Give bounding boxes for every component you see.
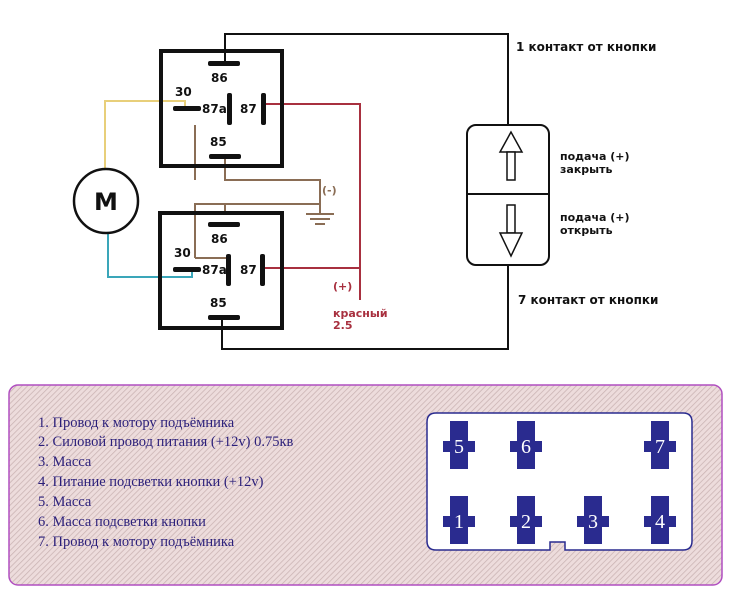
relay-bottom-pin-87 <box>260 254 265 286</box>
ground-symbol-icon <box>306 213 334 225</box>
relay-bottom-pin-30 <box>173 267 201 272</box>
connector-pin-label: 1 <box>454 511 464 533</box>
button-down-note-line2: открыть <box>560 224 613 237</box>
wire-yellow-motor-to-relay-top <box>104 100 186 170</box>
relay-top: 86 30 87a 87 85 <box>159 49 284 168</box>
arrow-up-icon <box>498 130 524 181</box>
arrow-down-icon <box>498 204 524 258</box>
connector-pin-label: 2 <box>521 511 531 533</box>
connector-pin-label: 4 <box>655 511 665 533</box>
legend-item: 5. Масса <box>38 494 92 510</box>
ground-label: (-) <box>322 184 337 197</box>
wire-control-bottom <box>221 265 509 350</box>
relay-top-label-86: 86 <box>211 71 228 85</box>
relay-bottom-pin-85 <box>208 315 240 320</box>
motor-label: M <box>94 188 118 216</box>
connector-pin-label: 6 <box>521 436 531 458</box>
relay-bottom-pin-87a <box>226 254 231 286</box>
button-up-note-line1: подача (+) <box>560 150 630 163</box>
connector-pin-3: 3 <box>577 496 609 544</box>
legend-item: 4. Питание подсветки кнопки (+12v) <box>38 474 264 490</box>
button-up-note-line2: закрыть <box>560 163 612 176</box>
window-button <box>466 124 550 266</box>
connector-top-row: 5 6 7 <box>443 421 676 469</box>
legend-item: 3. Масса <box>38 454 92 470</box>
connector-pin-label: 3 <box>588 511 598 533</box>
relay-bottom-pin-86 <box>208 222 240 227</box>
relay-bottom-label-87: 87 <box>240 263 257 277</box>
button-down-note-line1: подача (+) <box>560 211 630 224</box>
legend-item: 7. Провод к мотору подъёмника <box>38 534 235 550</box>
button-contact-7-label: 7 контакт от кнопки <box>518 293 658 307</box>
relay-top-pin-87 <box>261 93 266 125</box>
connector-bottom-row: 1 2 3 4 <box>443 496 676 544</box>
wire-red-power <box>264 103 361 300</box>
connector-pin-2: 2 <box>510 496 542 544</box>
connector-pin-5: 5 <box>443 421 475 469</box>
power-polarity-label: (+) <box>333 280 352 293</box>
relay-bottom-label-87a: 87a <box>202 263 227 277</box>
relay-bottom-label-85: 85 <box>210 296 227 310</box>
motor: M <box>72 167 140 235</box>
legend-item: 6. Масса подсветки кнопки <box>38 514 206 530</box>
button-connector: 5 6 7 1 2 3 4 <box>426 412 693 551</box>
relay-bottom: 86 30 87a 87 85 <box>158 211 284 330</box>
relay-top-pin-86 <box>208 61 240 66</box>
relay-top-label-30: 30 <box>175 85 192 99</box>
legend-list: 1. Провод к мотору подъёмника 2. Силовой… <box>38 415 294 550</box>
legend-item: 1. Провод к мотору подъёмника <box>38 415 235 431</box>
legend-panel: 1. Провод к мотору подъёмника 2. Силовой… <box>8 384 723 586</box>
wire-control-top <box>224 33 509 125</box>
button-contact-1-label: 1 контакт от кнопки <box>516 40 656 54</box>
power-wire-gauge-label: 2.5 <box>333 319 353 332</box>
connector-pin-6: 6 <box>510 421 542 469</box>
relay-top-label-85: 85 <box>210 135 227 149</box>
connector-pin-7: 7 <box>644 421 676 469</box>
relay-top-label-87a: 87a <box>202 102 227 116</box>
relay-top-pin-87a <box>227 93 232 125</box>
relay-top-pin-30 <box>173 106 201 111</box>
legend-item: 2. Силовой провод питания (+12v) 0.75кв <box>38 434 294 450</box>
wire-blue-motor-to-relay-bottom <box>107 232 193 278</box>
connector-pin-4: 4 <box>644 496 676 544</box>
connector-pin-1: 1 <box>443 496 475 544</box>
connector-pin-label: 5 <box>454 436 464 458</box>
connector-pin-label: 7 <box>655 436 665 458</box>
power-wire-color-label: красный <box>333 307 388 320</box>
relay-top-pin-85 <box>209 154 241 159</box>
relay-top-label-87: 87 <box>240 102 257 116</box>
relay-bottom-label-30: 30 <box>174 246 191 260</box>
relay-bottom-label-86: 86 <box>211 232 228 246</box>
